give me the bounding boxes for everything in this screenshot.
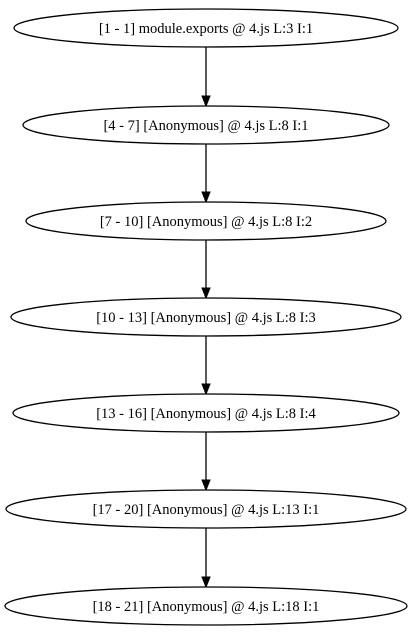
node-label: [7 - 10] [Anonymous] @ 4.js L:8 I:2 (100, 214, 312, 230)
graph-node: [17 - 20] [Anonymous] @ 4.js L:13 I:1 (5, 489, 407, 529)
edges-layer (201, 47, 211, 589)
arrowhead-icon (201, 287, 211, 300)
graph-node: [13 - 16] [Anonymous] @ 4.js L:8 I:4 (12, 393, 400, 433)
node-ellipse (12, 393, 400, 433)
node-label: [17 - 20] [Anonymous] @ 4.js L:13 I:1 (93, 502, 320, 518)
node-ellipse (10, 297, 402, 337)
graph-node: [7 - 10] [Anonymous] @ 4.js L:8 I:2 (25, 201, 387, 241)
graph-edge (201, 528, 211, 589)
node-ellipse (13, 8, 399, 48)
nodes-layer: [1 - 1] module.exports @ 4.js L:3 I:1 [4 … (4, 8, 408, 626)
arrowhead-icon (201, 383, 211, 396)
node-ellipse (25, 201, 387, 241)
graph-node: [1 - 1] module.exports @ 4.js L:3 I:1 (13, 8, 399, 48)
node-label: [13 - 16] [Anonymous] @ 4.js L:8 I:4 (96, 406, 316, 422)
node-label: [10 - 13] [Anonymous] @ 4.js L:8 I:3 (96, 310, 316, 326)
node-ellipse (22, 105, 390, 145)
graph-edge (201, 336, 211, 396)
graph-node: [4 - 7] [Anonymous] @ 4.js L:8 I:1 (22, 105, 390, 145)
arrowhead-icon (201, 576, 211, 589)
node-label: [18 - 21] [Anonymous] @ 4.js L:18 I:1 (93, 599, 320, 615)
graph-edge (201, 144, 211, 204)
node-label: [4 - 7] [Anonymous] @ 4.js L:8 I:1 (103, 118, 308, 134)
graph-node: [18 - 21] [Anonymous] @ 4.js L:18 I:1 (4, 586, 408, 626)
graph-node: [10 - 13] [Anonymous] @ 4.js L:8 I:3 (10, 297, 402, 337)
arrowhead-icon (201, 95, 211, 108)
node-ellipse (4, 586, 408, 626)
graph-edge (201, 47, 211, 108)
graph-edge (201, 432, 211, 492)
node-label: [1 - 1] module.exports @ 4.js L:3 I:1 (99, 21, 313, 37)
arrowhead-icon (201, 479, 211, 492)
graph-edge (201, 240, 211, 300)
arrowhead-icon (201, 191, 211, 204)
node-ellipse (5, 489, 407, 529)
